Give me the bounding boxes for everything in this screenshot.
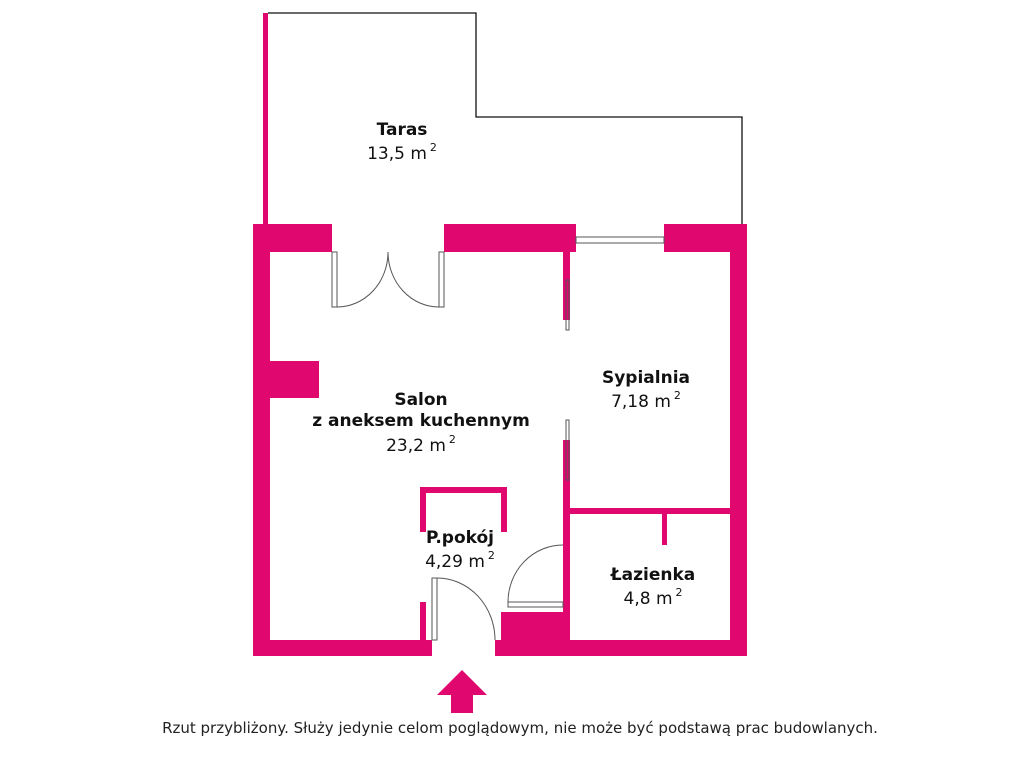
- entrance-arrow-icon: [437, 670, 487, 713]
- room-name: P.pokój: [425, 528, 494, 548]
- disclaimer-note: Rzut przybliżony. Służy jedynie celom po…: [162, 719, 878, 737]
- room-name: Taras: [376, 120, 428, 140]
- terrace-outline: [268, 12, 743, 224]
- walls: [253, 13, 747, 656]
- room-name: Łazienka: [610, 565, 696, 585]
- room-name-line2: z aneksem kuchennym: [312, 411, 530, 432]
- room-name: Salon: [394, 390, 448, 410]
- doors-windows: [331, 236, 665, 641]
- room-name: Sypialnia: [601, 368, 691, 388]
